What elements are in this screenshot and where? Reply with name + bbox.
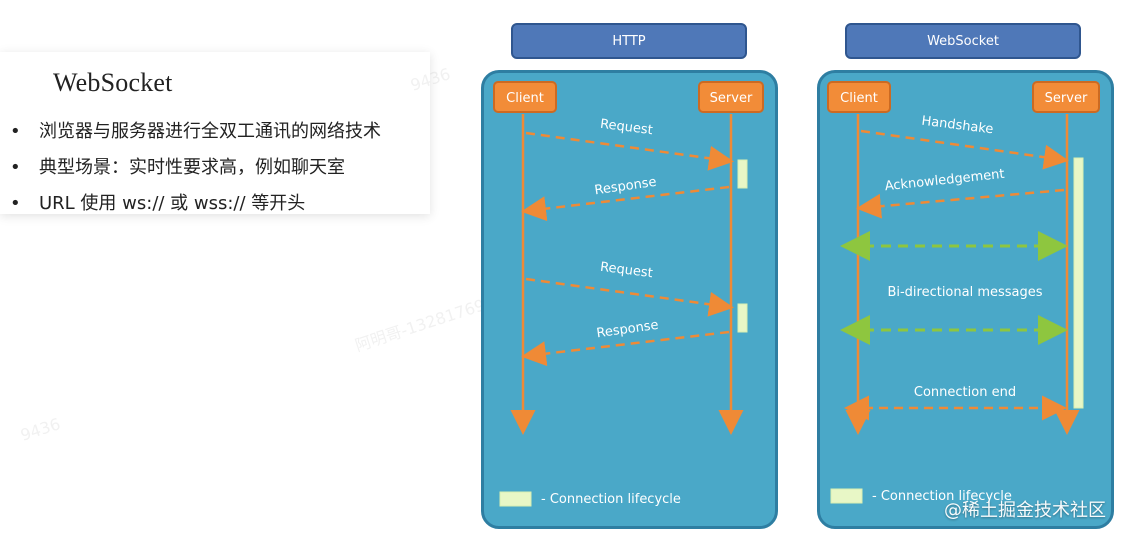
http-client-label: Client — [506, 91, 544, 106]
websocket-connection-end-label: Connection end — [914, 385, 1016, 400]
http-server-node: Server — [698, 81, 764, 113]
websocket-client-node: Client — [827, 81, 891, 113]
http-header-label: HTTP — [612, 33, 646, 49]
websocket-legend-swatch — [830, 488, 863, 504]
websocket-lifecycle-block — [1073, 157, 1084, 409]
bullet-list: 浏览器与服务器进行全双工通讯的网络技术 典型场景：实时性要求高，例如聊天室 UR… — [0, 114, 430, 222]
bullet-item: 典型场景：实时性要求高，例如聊天室 — [0, 150, 430, 186]
websocket-handshake-label: Handshake — [921, 114, 995, 138]
websocket-ack-label: Acknowledgement — [884, 167, 1005, 194]
http-server-label: Server — [710, 91, 753, 106]
page-title: WebSocket — [53, 68, 173, 97]
websocket-header-label: WebSocket — [927, 33, 999, 49]
http-request-label: Request — [599, 117, 653, 138]
http-response-label: Response — [596, 318, 660, 342]
http-header-box: HTTP — [511, 23, 747, 59]
websocket-ack-arrow — [856, 188, 1065, 219]
http-lifecycle-block — [737, 159, 748, 189]
http-client-node: Client — [493, 81, 557, 113]
websocket-client-label: Client — [840, 91, 878, 106]
site-watermark: @稀土掘金技术社区 — [944, 500, 1106, 521]
bullet-item: 浏览器与服务器进行全双工通讯的网络技术 — [0, 114, 409, 150]
http-request-label: Request — [599, 260, 653, 281]
websocket-header-box: WebSocket — [845, 23, 1081, 59]
http-request-arrow — [525, 277, 734, 317]
websocket-handshake-arrow — [860, 129, 1069, 170]
http-response-label: Response — [594, 175, 658, 199]
websocket-legend-label: - Connection lifecycle — [872, 489, 1012, 504]
websocket-server-label: Server — [1045, 91, 1088, 106]
http-response-arrow — [521, 330, 730, 367]
http-lifecycle-block — [737, 303, 748, 333]
websocket-bidirectional-label: Bi-directional messages — [887, 285, 1042, 300]
http-legend-label: - Connection lifecycle — [541, 492, 681, 507]
left-info-card: WebSocket 浏览器与服务器进行全双工通讯的网络技术 典型场景：实时性要求… — [0, 52, 430, 222]
http-request-arrow — [525, 131, 734, 171]
bullet-item: URL 使用 ws:// 或 wss:// 等开头 — [0, 186, 430, 222]
http-response-arrow — [521, 185, 730, 222]
http-legend-swatch — [499, 491, 532, 507]
websocket-server-node: Server — [1032, 81, 1100, 113]
